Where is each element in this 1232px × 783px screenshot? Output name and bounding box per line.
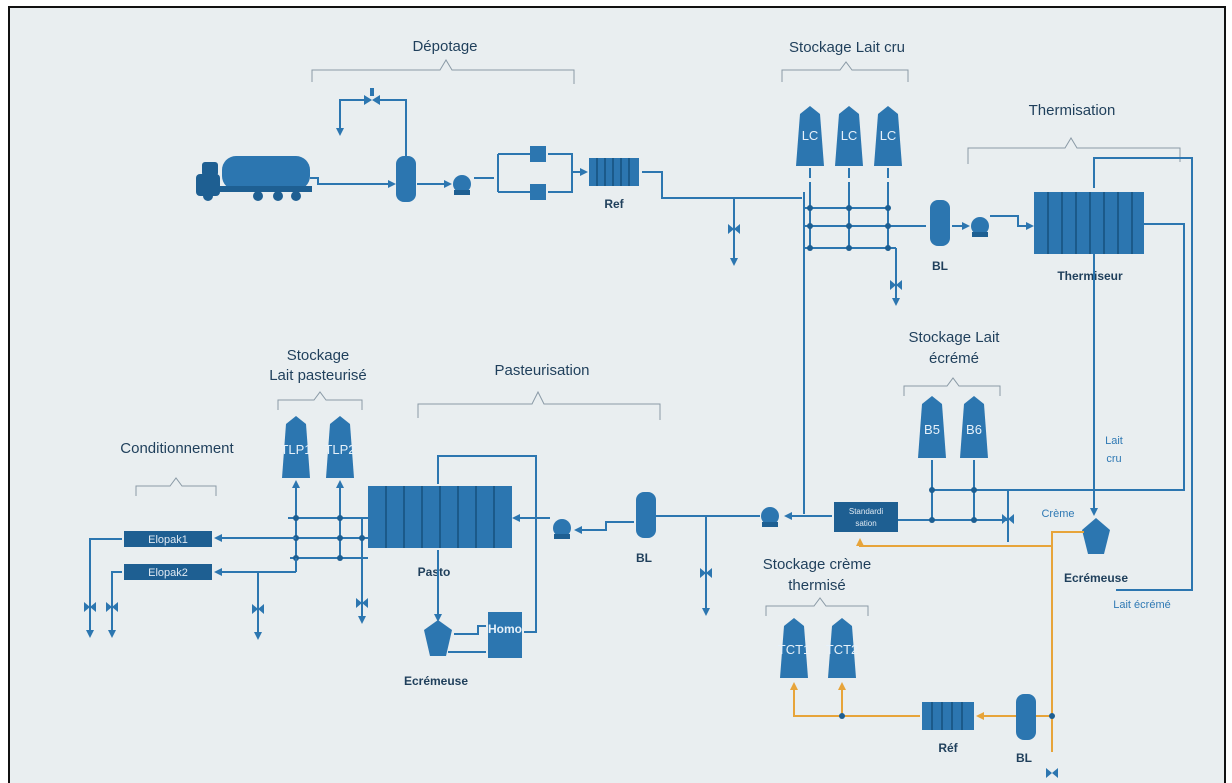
svg-text:TCT2: TCT2	[826, 642, 859, 657]
flow-label-creme: Crème	[1041, 508, 1074, 520]
pasteurise-manifold	[214, 480, 368, 640]
section-title-stockage-lait-ecreme-line1: Stockage Lait	[909, 329, 1001, 346]
section-title-stockage-lait-ecreme-line2: écrémé	[929, 350, 979, 367]
section-title-stockage-creme-thermise-line1: Stockage crème	[763, 556, 871, 573]
thermiseur-label: Thermiseur	[1057, 269, 1123, 283]
ecremeuse-right-icon	[1082, 518, 1110, 554]
thermiseur-exchanger	[1034, 192, 1144, 254]
depotage-valve-icon	[364, 88, 380, 105]
cream-line	[790, 531, 1084, 778]
tanker-truck-icon	[196, 156, 312, 201]
ecremeuse-right-label: Ecrémeuse	[1064, 571, 1128, 585]
svg-text:B5: B5	[924, 422, 940, 437]
tank-lc2: LC	[835, 106, 863, 166]
drain-valve-icon	[728, 224, 740, 234]
ref-bottom-label: Réf	[938, 741, 958, 755]
bl-bottom-vessel	[1016, 694, 1036, 740]
section-title-stockage-lait-pasteurise-line2: Lait pasteurisé	[269, 367, 367, 384]
ref-top-label: Ref	[604, 197, 624, 211]
svg-text:TLP2: TLP2	[324, 442, 355, 457]
lait-cru-manifold	[803, 168, 926, 514]
process-flow-diagram: Dépotage Stockage Lait cru Thermisation …	[84, 38, 1193, 778]
section-title-thermisation: Thermisation	[1029, 102, 1116, 119]
section-title-stockage-creme-thermise-line2: thermisé	[788, 577, 846, 594]
bl-top-label: BL	[932, 259, 948, 273]
section-title-pasteurisation: Pasteurisation	[494, 362, 589, 379]
tank-b5: B5	[918, 396, 946, 458]
flow-label-lait-cru-line1: Lait	[1105, 435, 1123, 447]
elopak1-label: Elopak1	[148, 534, 188, 546]
tank-tlp1: TLP1	[280, 416, 312, 478]
standardisation-pump-icon	[761, 507, 779, 527]
bl-top-vessel	[930, 200, 950, 246]
svg-text:LC: LC	[841, 128, 858, 143]
pasto-label: Pasto	[418, 565, 451, 579]
tank-lc3: LC	[874, 106, 902, 166]
ref-top-cooler	[589, 158, 639, 186]
elopak1-machine	[124, 531, 212, 547]
pasto-exchanger	[368, 486, 512, 548]
svg-text:TCT1: TCT1	[778, 642, 811, 657]
tank-tlp2: TLP2	[324, 416, 356, 478]
thermisation-pump-icon	[971, 217, 989, 237]
elopak2-machine	[124, 564, 212, 580]
bl-mid-label: BL	[636, 551, 652, 565]
deaerator-vessel	[396, 156, 416, 202]
svg-text:LC: LC	[880, 128, 897, 143]
bl-bottom-label: BL	[1016, 751, 1032, 765]
standardisation-label-line1: Standardi	[849, 507, 883, 516]
depotage-pump-icon	[453, 175, 471, 195]
flow-label-lait-ecreme: Lait écrémé	[1113, 599, 1170, 611]
svg-text:LC: LC	[802, 128, 819, 143]
homo-label: Homo	[488, 622, 522, 636]
homo-homogenizer	[488, 612, 522, 658]
filter-lower	[530, 184, 546, 200]
section-title-depotage: Dépotage	[412, 38, 477, 55]
section-braces	[135, 59, 1181, 616]
drain-valve-pasteurisation-icon	[700, 568, 712, 578]
tank-tct2: TCT2	[826, 618, 859, 678]
tank-tct1: TCT1	[778, 618, 811, 678]
tank-lc1: LC	[796, 106, 824, 166]
tank-b6: B6	[960, 396, 988, 458]
elopak2-label: Elopak2	[148, 567, 188, 579]
standardisation-unit	[834, 502, 898, 532]
lait-ecreme-manifold	[898, 460, 1014, 542]
section-title-stockage-lait-cru: Stockage Lait cru	[789, 39, 905, 56]
depotage-piping	[310, 99, 802, 266]
diagram-frame: Dépotage Stockage Lait cru Thermisation …	[8, 6, 1226, 783]
filter-upper	[530, 146, 546, 162]
bl-mid-vessel	[636, 492, 656, 538]
section-title-conditionnement: Conditionnement	[120, 440, 234, 457]
svg-text:TLP1: TLP1	[280, 442, 311, 457]
section-title-stockage-lait-pasteurise-line1: Stockage	[287, 347, 350, 364]
conditionnement-outlets	[84, 538, 122, 638]
standardisation-label-line2: sation	[855, 519, 876, 528]
svg-text:B6: B6	[966, 422, 982, 437]
ecremeuse-left-icon	[424, 620, 452, 656]
flow-label-lait-cru-line2: cru	[1106, 453, 1121, 465]
pasteurisation-pump-icon	[553, 519, 571, 539]
ecremeuse-left-label: Ecrémeuse	[404, 674, 468, 688]
ref-bottom-cooler	[922, 702, 974, 730]
